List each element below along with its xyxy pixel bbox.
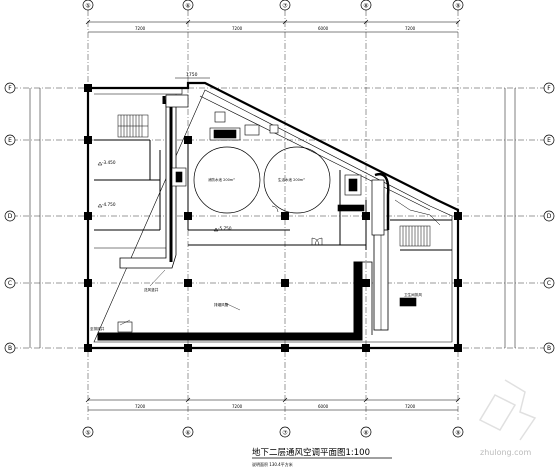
level-labels: -3.450 -4.750 -5.750 (102, 160, 232, 231)
axis-label: ⑤ (85, 430, 90, 437)
doors (271, 205, 323, 246)
axis-label: ⑥ (185, 430, 190, 437)
dimension-lines (29, 21, 516, 411)
axis-label: D (547, 213, 552, 220)
staircase-right (394, 199, 441, 247)
axis-label: D (8, 213, 13, 220)
svg-text:7200: 7200 (405, 26, 416, 31)
axis-label: E (547, 137, 551, 144)
svg-text:7200: 7200 (405, 404, 416, 409)
watermark-text: zhulong.com (480, 448, 531, 457)
annotation: 送风竖井 (144, 287, 159, 292)
svg-text:6000: 6000 (318, 404, 329, 409)
annotation: 卫生间排风 (404, 292, 422, 297)
axis-label: C (8, 280, 12, 287)
annotations: 至排风井 送风竖井 排烟风管 卫生间排风 (90, 287, 422, 331)
svg-text:生活水池 200m³: 生活水池 200m³ (278, 177, 305, 182)
axis-label: ⑤ (85, 3, 90, 10)
axis-label: B (8, 345, 12, 352)
watermark-logo (478, 379, 537, 441)
water-tanks (193, 146, 331, 214)
leader-lines (119, 269, 241, 326)
drawing-title: 地下二层通风空调平面图1:100 (252, 447, 370, 458)
axis-label: F (547, 85, 551, 92)
annotation: 排烟风管 (214, 302, 229, 307)
axis-label: C (547, 280, 551, 287)
dimension-ticks (85, 19, 461, 403)
staircase-left (117, 114, 149, 138)
axis-labels-left: F E D C B (8, 85, 13, 352)
level-label: -5.750 (218, 226, 232, 231)
interior-walls (94, 98, 452, 251)
axis-labels-bottom: ⑤ ⑥ ⑦ ⑧ ⑨ (85, 430, 460, 437)
axis-label: ⑨ (455, 3, 460, 10)
level-label: -4.750 (102, 202, 116, 207)
tank-labels: 消防水池 200m³ 生活水池 200m³ (208, 177, 305, 182)
axis-label: E (8, 137, 12, 144)
axis-label: ⑦ (282, 430, 288, 437)
axis-bubbles-right (543, 82, 555, 354)
svg-text:7200: 7200 (232, 404, 243, 409)
grid-lines (12, 10, 548, 420)
drawing-subtitle: 说明面积 130.4平方米 (252, 461, 293, 467)
svg-text:7200: 7200 (232, 26, 243, 31)
axis-label: ⑨ (455, 430, 460, 437)
svg-text:7200: 7200 (135, 404, 146, 409)
axis-label: ⑥ (185, 3, 190, 10)
svg-text:消防水池 200m³: 消防水池 200m³ (208, 177, 235, 182)
hvac-equipment (117, 111, 417, 333)
dimension-texts: 7200 7200 6000 7200 7200 7200 6000 7200 (135, 26, 416, 409)
level-marks (97, 161, 219, 232)
axis-labels-right: F E D C B (547, 85, 552, 352)
level-label: -3.450 (102, 160, 116, 165)
annotation: 至排风井 (90, 326, 105, 331)
columns (84, 84, 462, 352)
axis-label: ⑧ (363, 430, 368, 437)
hvac-ducts (97, 94, 390, 341)
axis-label: F (8, 85, 12, 92)
axis-label: ⑦ (282, 3, 288, 10)
top-dimension-label: 1750 (186, 72, 198, 78)
axis-label: ⑧ (363, 3, 368, 10)
axis-labels-top: ⑤ ⑥ ⑦ ⑧ ⑨ (85, 3, 460, 10)
svg-text:6000: 6000 (318, 26, 329, 31)
axis-bubbles-left (4, 82, 16, 354)
axis-bubbles-top (82, 0, 464, 11)
svg-text:7200: 7200 (135, 26, 146, 31)
axis-bubbles-bottom (82, 426, 464, 438)
building-outline (86, 81, 460, 350)
axis-label: B (547, 345, 551, 352)
